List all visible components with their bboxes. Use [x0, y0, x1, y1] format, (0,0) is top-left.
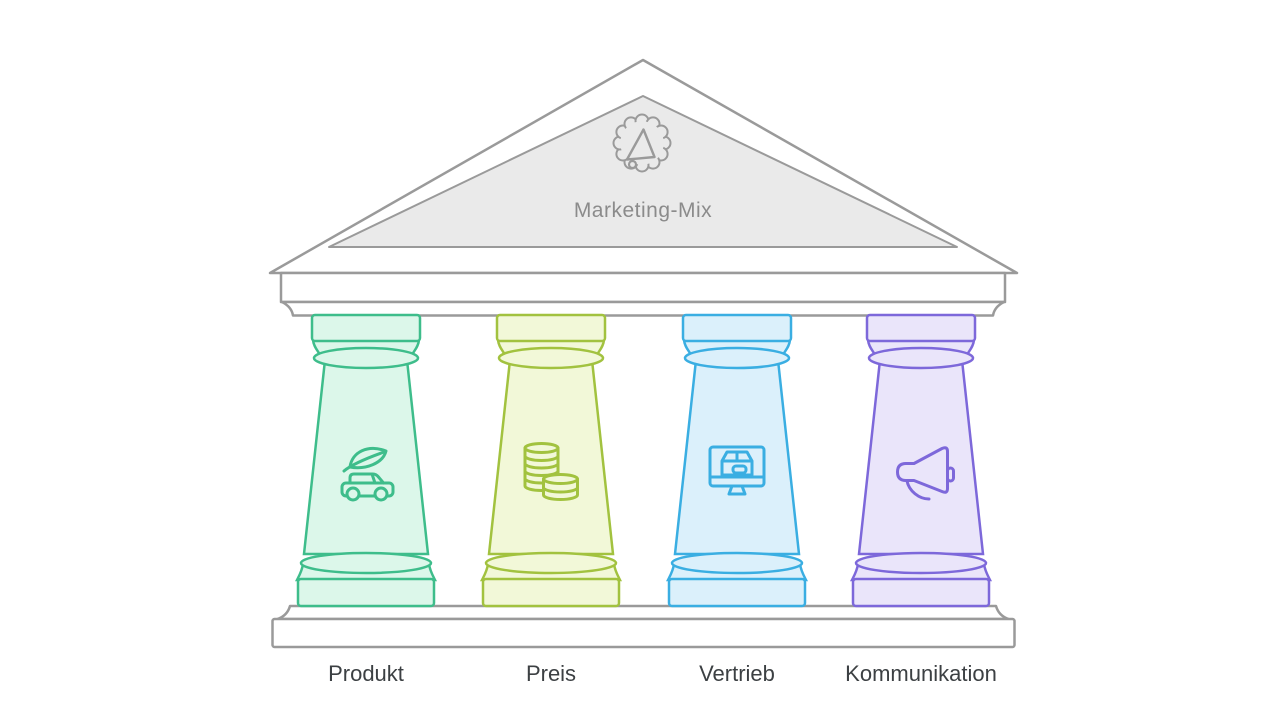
- coins-icon: [523, 442, 579, 501]
- car-wheel-right: [373, 486, 389, 502]
- package-box: [720, 450, 754, 477]
- car-wheel-left: [345, 486, 361, 502]
- leaf-blade: [348, 446, 388, 470]
- eco-car-icon: [340, 446, 395, 502]
- pillar-preis: [480, 313, 622, 608]
- pillar-label-produkt: Produkt: [328, 661, 404, 686]
- pillar-label-vertrieb: Vertrieb: [699, 661, 775, 686]
- pillar-label-kommunikation: Kommunikation: [845, 661, 997, 686]
- megaphone-badge-icon: [612, 113, 672, 173]
- badge-megaphone-cone: [625, 128, 656, 161]
- pillar-label-preis: Preis: [526, 661, 576, 686]
- car-body: [340, 481, 395, 498]
- car-windshield-line: [370, 472, 377, 485]
- stylobate-lip: [276, 604, 1010, 621]
- coin-stack-tall-ridges: [523, 454, 560, 485]
- architrave-beam: [279, 271, 1007, 304]
- pillar-vertrieb: [666, 313, 808, 608]
- diagram-title: Marketing-Mix: [574, 199, 712, 222]
- car-cabin: [348, 472, 385, 485]
- cornice-strip: [280, 300, 1006, 317]
- pillar-kommunikation: [850, 313, 992, 608]
- megaphone-body: [896, 446, 949, 494]
- coin-stack-short-top: [542, 473, 579, 485]
- megaphone-knob: [946, 466, 955, 483]
- leaf-stem: [342, 450, 386, 473]
- ecommerce-monitor-icon: [708, 445, 766, 496]
- megaphone-strap: [905, 479, 931, 501]
- coin-stack-short-ridge: [542, 486, 579, 494]
- monitor-frame: [708, 445, 766, 488]
- monitor-stand: [727, 484, 747, 496]
- stylobate-base: [271, 617, 1016, 649]
- megaphone-icon: [896, 446, 955, 501]
- badge-megaphone-mouth: [627, 159, 638, 170]
- pillar-labels: Produkt Preis Vertrieb Kommunikation: [328, 661, 997, 686]
- package-label: [731, 464, 748, 475]
- coin-stack-tall-top: [523, 442, 560, 454]
- pillar-produkt: [295, 313, 437, 608]
